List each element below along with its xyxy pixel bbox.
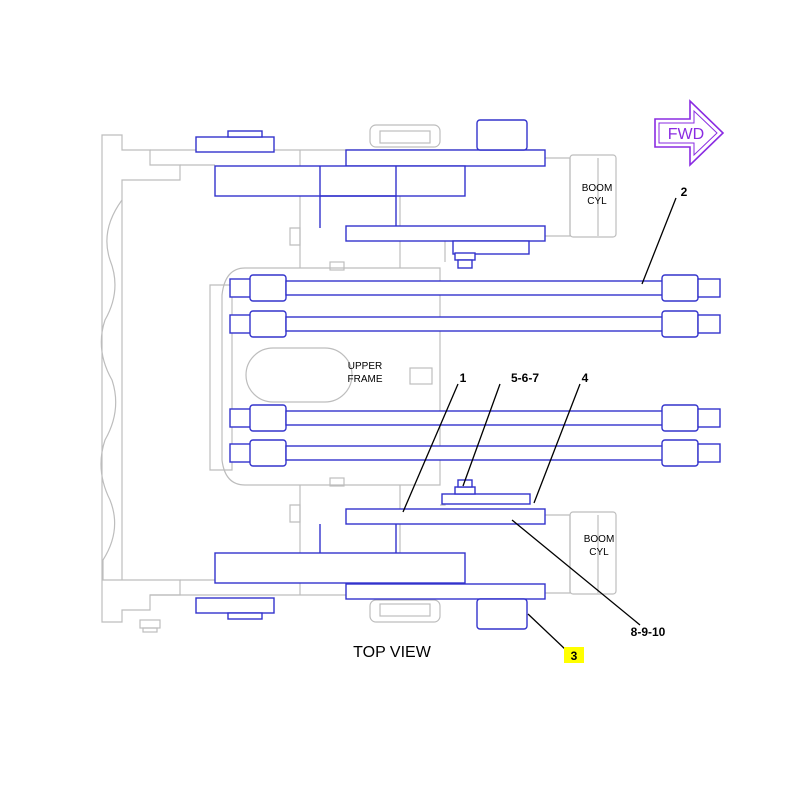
bottom-main-plate — [345, 583, 546, 600]
top-lower-plate — [345, 225, 546, 242]
callout-4: 4 — [582, 371, 589, 385]
leader-3 — [527, 613, 567, 651]
hydraulic-tube-3 — [229, 404, 721, 432]
callout-1: 1 — [460, 371, 467, 385]
top-left-plate — [195, 136, 275, 153]
fwd-arrow-inner-outline — [658, 109, 718, 157]
fwd-arrow: FWD — [654, 99, 725, 167]
ghost-outline — [100, 124, 617, 633]
callout-3-highlight — [564, 647, 584, 663]
boom-cyl-bottom-label-line2: CYL — [589, 547, 609, 558]
leader-8-9-10 — [511, 519, 641, 626]
top-bolt-head — [457, 259, 473, 269]
hydraulic-tube-2 — [229, 310, 721, 338]
hydraulic-tube-4 — [229, 439, 721, 467]
boom-cyl-top-label-line1: BOOM — [582, 183, 613, 194]
callout-3: 3 — [571, 649, 578, 663]
hydraulic-tube-1 — [229, 274, 721, 302]
callout-8-9-10: 8-9-10 — [631, 625, 666, 639]
boom-cyl-top-label-line2: CYL — [587, 196, 607, 207]
leader-4 — [533, 383, 581, 504]
fwd-arrow-text: FWD — [668, 126, 704, 143]
bottom-upper-plate — [345, 508, 546, 525]
top-left-plate-boss — [227, 130, 263, 138]
upper-frame-label-line2: FRAME — [348, 374, 383, 385]
top-bolt — [454, 252, 476, 261]
leader-5-6-7 — [462, 383, 501, 487]
leader-1 — [402, 383, 459, 513]
bottom-bolt — [454, 486, 476, 495]
top-clamp — [452, 240, 530, 255]
bottom-housing — [214, 552, 466, 584]
top-block — [476, 119, 528, 151]
callout-2: 2 — [681, 185, 688, 199]
bottom-left-plate — [195, 597, 275, 614]
boom-cyl-bottom-label-line1: BOOM — [584, 534, 615, 545]
bottom-block — [476, 598, 528, 630]
bottom-left-plate-boss — [227, 612, 263, 620]
upper-frame-label-line1: UPPER — [348, 361, 382, 372]
parts — [195, 119, 721, 630]
view-title: TOP VIEW — [353, 644, 432, 661]
top-main-plate — [345, 149, 546, 167]
leader-2 — [641, 197, 677, 285]
bottom-clamp — [441, 493, 531, 505]
fwd-arrow-icon — [654, 99, 725, 167]
top-housing — [214, 165, 466, 197]
callout-5-6-7: 5-6-7 — [511, 371, 539, 385]
